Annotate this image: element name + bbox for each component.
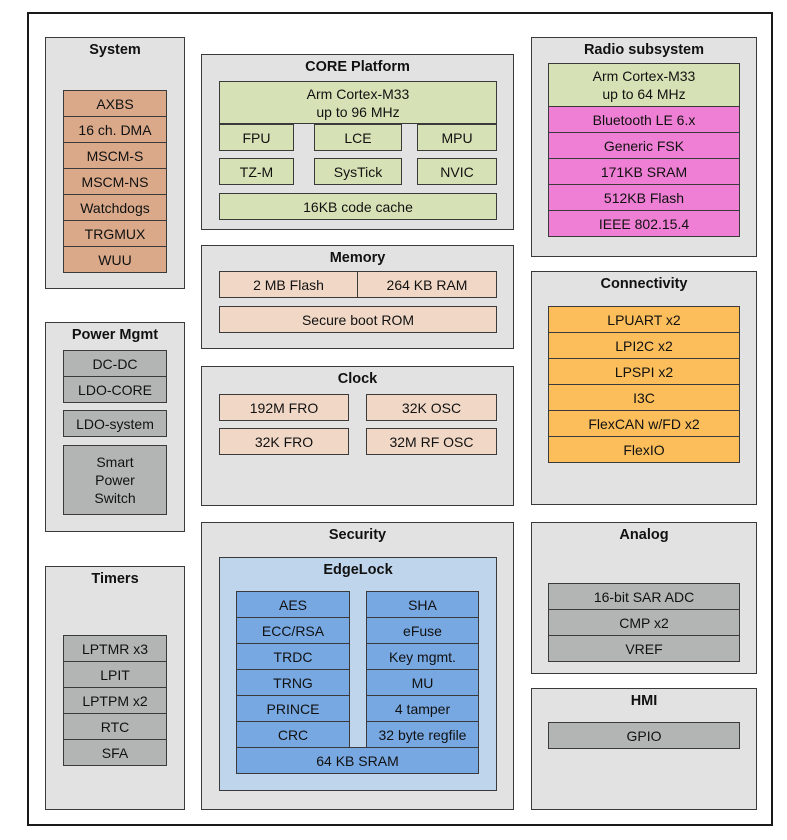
timer-lptmr: LPTMR x3 <box>63 635 167 662</box>
connectivity-title: Connectivity <box>600 276 688 292</box>
timer-rtc: RTC <box>63 713 167 740</box>
system-item-mscm-s: MSCM-S <box>63 142 167 169</box>
sec-trng: TRNG <box>236 669 350 696</box>
power-smart-switch: Smart Power Switch <box>63 445 167 515</box>
system-item-mscm-ns: MSCM-NS <box>63 168 167 195</box>
power-ldo-core: LDO-CORE <box>63 376 167 403</box>
sec-crc: CRC <box>236 721 350 748</box>
power-title: Power Mgmt <box>71 327 159 343</box>
core-systick: SysTick <box>314 158 402 185</box>
conn-flexcan: FlexCAN w/FD x2 <box>548 410 740 437</box>
core-cpu: Arm Cortex-M33 up to 96 MHz <box>219 81 497 124</box>
system-item-trgmux: TRGMUX <box>63 220 167 247</box>
radio-bluetooth: Bluetooth LE 6.x <box>548 106 740 133</box>
analog-vref: VREF <box>548 635 740 662</box>
conn-lpi2c: LPI2C x2 <box>548 332 740 359</box>
core-fpu: FPU <box>219 124 294 151</box>
hmi-title: HMI <box>630 693 658 709</box>
analog-title: Analog <box>619 527 669 543</box>
core-lce: LCE <box>314 124 402 151</box>
system-item-dma: 16 ch. DMA <box>63 116 167 143</box>
system-item-wuu: WUU <box>63 246 167 273</box>
timer-lptpm: LPTPM x2 <box>63 687 167 714</box>
sec-sram: 64 KB SRAM <box>236 747 479 774</box>
analog-cmp: CMP x2 <box>548 609 740 636</box>
core-mpu: MPU <box>417 124 497 151</box>
sec-regfile: 32 byte regfile <box>366 721 479 748</box>
timer-sfa: SFA <box>63 739 167 766</box>
security-title: Security <box>328 527 387 543</box>
analog-adc: 16-bit SAR ADC <box>548 583 740 610</box>
sec-trdc: TRDC <box>236 643 350 670</box>
conn-i3c: I3C <box>548 384 740 411</box>
sec-tamper: 4 tamper <box>366 695 479 722</box>
clock-osc32k: 32K OSC <box>366 394 497 421</box>
clock-title: Clock <box>337 371 378 387</box>
memory-ram: 264 KB RAM <box>357 271 497 298</box>
conn-flexio: FlexIO <box>548 436 740 463</box>
core-code-cache: 16KB code cache <box>219 193 497 220</box>
system-item-watchdogs: Watchdogs <box>63 194 167 221</box>
timers-title: Timers <box>91 571 139 587</box>
power-dcdc: DC-DC <box>63 350 167 377</box>
radio-fsk: Generic FSK <box>548 132 740 159</box>
core-nvic: NVIC <box>417 158 497 185</box>
radio-title: Radio subsystem <box>583 42 705 58</box>
conn-lpuart: LPUART x2 <box>548 306 740 333</box>
hmi-panel: HMI <box>531 688 757 810</box>
sec-sha: SHA <box>366 591 479 618</box>
core-tzm: TZ-M <box>219 158 294 185</box>
system-item-axbs: AXBS <box>63 90 167 117</box>
system-title: System <box>89 42 141 58</box>
sec-aes: AES <box>236 591 350 618</box>
sec-prince: PRINCE <box>236 695 350 722</box>
hmi-gpio: GPIO <box>548 722 740 749</box>
timer-lpit: LPIT <box>63 661 167 688</box>
radio-ieee: IEEE 802.15.4 <box>548 210 740 237</box>
conn-lpspi: LPSPI x2 <box>548 358 740 385</box>
clock-fro192: 192M FRO <box>219 394 349 421</box>
memory-title: Memory <box>329 250 386 266</box>
clock-fro32k: 32K FRO <box>219 428 349 455</box>
core-platform-title: CORE Platform <box>305 59 410 75</box>
memory-flash: 2 MB Flash <box>219 271 358 298</box>
radio-flash: 512KB Flash <box>548 184 740 211</box>
edgelock-title: EdgeLock <box>323 562 393 578</box>
sec-key-mgmt: Key mgmt. <box>366 643 479 670</box>
memory-boot-rom: Secure boot ROM <box>219 306 497 333</box>
radio-cpu: Arm Cortex-M33 up to 64 MHz <box>548 63 740 107</box>
sec-ecc-rsa: ECC/RSA <box>236 617 350 644</box>
sec-mu: MU <box>366 669 479 696</box>
radio-sram: 171KB SRAM <box>548 158 740 185</box>
clock-rf-osc: 32M RF OSC <box>366 428 497 455</box>
power-ldo-system: LDO-system <box>63 410 167 437</box>
sec-efuse: eFuse <box>366 617 479 644</box>
